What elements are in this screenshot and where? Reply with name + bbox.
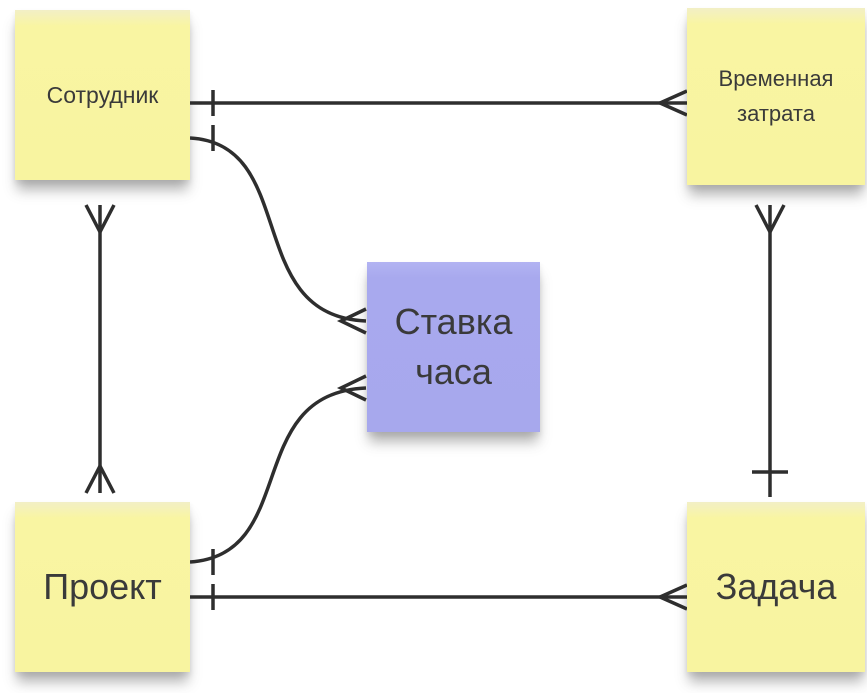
crows-foot-icon	[84, 204, 116, 236]
sticky-note-employee[interactable]: Сотрудник	[15, 10, 190, 180]
connector-project-task[interactable]	[190, 583, 688, 611]
crows-foot-icon	[655, 89, 688, 117]
connector-line[interactable]	[189, 136, 367, 323]
connector-employee-timecost[interactable]	[190, 89, 688, 117]
crows-foot-icon	[754, 204, 786, 236]
crows-foot-icon	[655, 583, 688, 611]
note-label: Сотрудник	[46, 81, 159, 108]
crows-foot-icon	[84, 462, 116, 494]
note-label: Временная затрата	[718, 65, 834, 126]
connector-line[interactable]	[189, 386, 367, 564]
note-label: Ставка часа	[394, 300, 513, 392]
sticky-note-task[interactable]: Задача	[687, 502, 865, 672]
connector-project-hourrate[interactable]	[189, 374, 367, 575]
note-label: Задача	[715, 565, 837, 607]
sticky-note-time-cost[interactable]: Временная затрата	[687, 8, 865, 185]
connector-timecost-task[interactable]	[752, 204, 788, 497]
connector-employee-hourrate[interactable]	[189, 125, 367, 335]
connector-employee-project[interactable]	[84, 204, 116, 494]
note-label: Проект	[43, 565, 162, 607]
crows-foot-icon	[336, 374, 367, 402]
sticky-note-project[interactable]: Проект	[15, 502, 190, 672]
crows-foot-icon	[336, 307, 367, 335]
sticky-note-hour-rate[interactable]: Ставка часа	[367, 262, 540, 432]
